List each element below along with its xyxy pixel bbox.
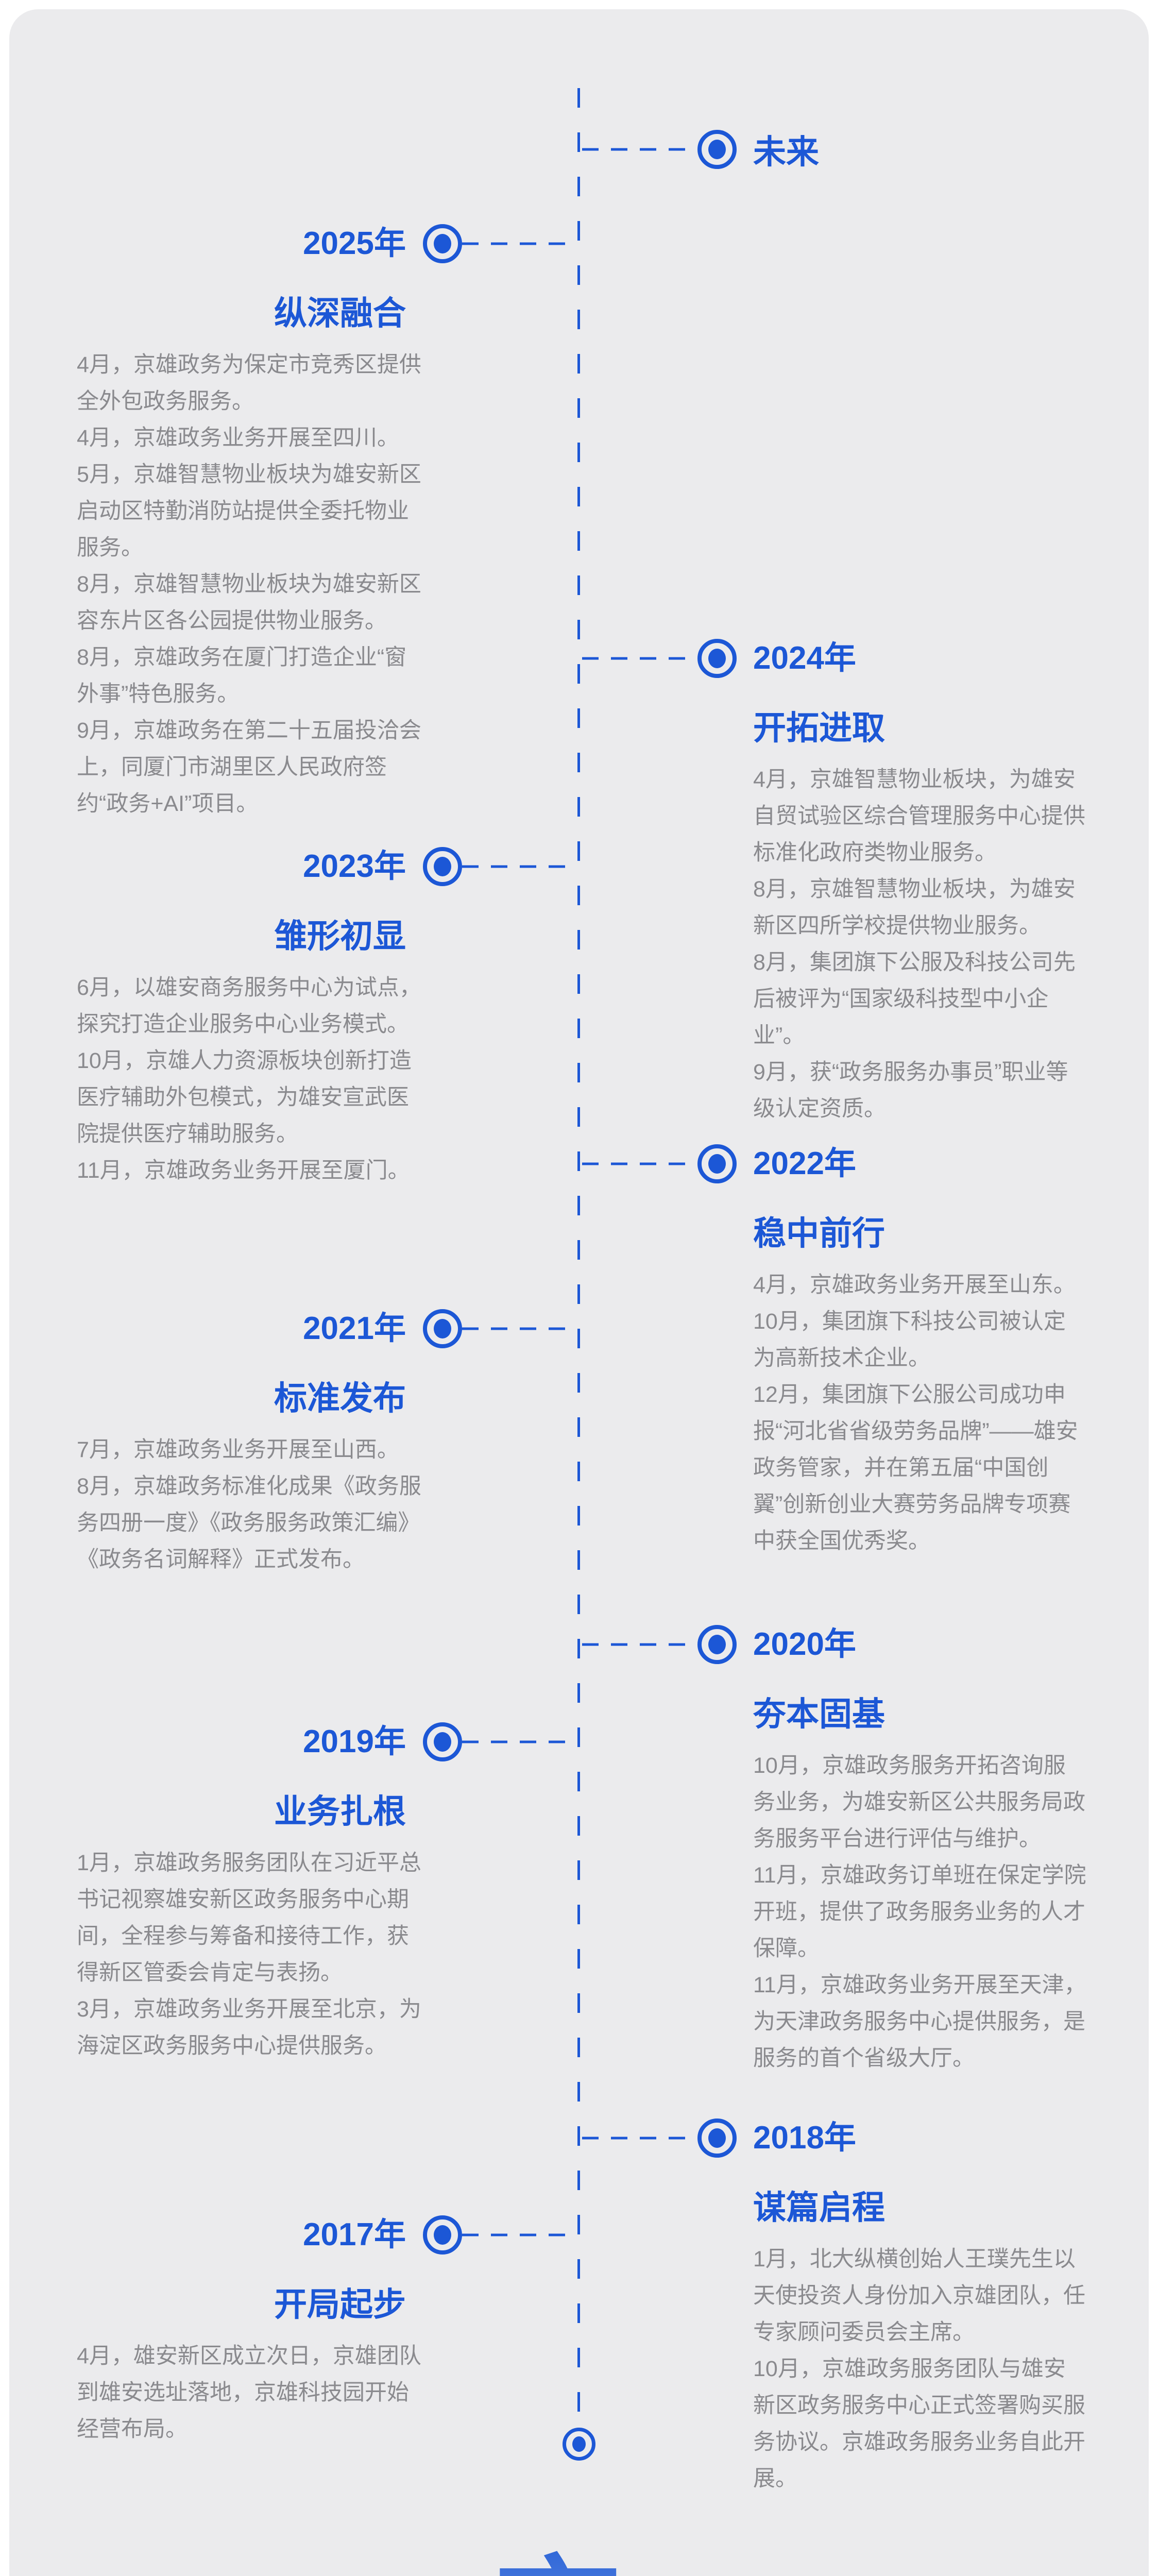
future-label: 未来 xyxy=(753,133,819,171)
year-label: 2025年 xyxy=(303,226,406,261)
event-list: 4月，京雄政务业务开展至山东。 10月，集团旗下科技公司被认定为高新技术企业。 12… xyxy=(753,1267,1087,1560)
event-text: 4月，雄安新区成立次日，京雄团队到雄安选址落地，京雄科技园开始经营布局。 xyxy=(77,2344,421,2442)
stage-title: 夯本固基 xyxy=(753,1696,885,1733)
dashed-connector xyxy=(582,1643,696,1646)
dashed-connector xyxy=(462,1327,576,1330)
event-list: 4月，京雄智慧物业板块，为雄安自贸试验区综合管理服务中心提供标准化政府类物业服务… xyxy=(753,761,1087,1127)
timeline-node-icon xyxy=(423,1309,462,1348)
stage-title: 纵深融合 xyxy=(274,295,406,332)
year-label: 2022年 xyxy=(753,1146,856,1181)
event-text: 7月，京雄政务业务开展至山西。 xyxy=(77,1437,399,1462)
event-text: 8月，京雄智慧物业板块，为雄安新区四所学校提供物业服务。 xyxy=(753,877,1076,938)
timeline-node-icon xyxy=(697,2119,737,2158)
event-list: 6月，以雄安商务服务中心为试点，探究打造企业服务中心业务模式。 10月，京雄人力资… xyxy=(77,970,423,1189)
event-text: 10月，京雄人力资源板块创新打造医疗辅助外包模式，为雄安宣武医院提供医疗辅助服务… xyxy=(77,1048,412,1146)
timeline-node-icon-future xyxy=(697,130,737,169)
event-text: 1月，北大纵横创始人王璞先生以天使投资人身份加入京雄团队，任专家顾问委员会主席。 xyxy=(753,2247,1085,2345)
event-text: 3月，京雄政务业务开展至北京，为海淀区政务服务中心提供服务。 xyxy=(77,1997,421,2058)
year-label: 2017年 xyxy=(303,2217,406,2252)
timeline-node-icon xyxy=(697,1625,737,1664)
stage-title: 谋篇启程 xyxy=(753,2189,885,2226)
year-label: 2018年 xyxy=(753,2120,856,2156)
event-text: 5月，京雄智慧物业板块为雄安新区启动区特勤消防站提供全委托物业服务。 xyxy=(77,462,421,560)
event-text: 1月，京雄政务服务团队在习近平总书记视察雄安新区政务服务中心期间，全程参与筹备和… xyxy=(77,1851,421,1985)
dashed-connector xyxy=(462,242,576,245)
year-label: 2020年 xyxy=(753,1626,856,1662)
year-label: 2019年 xyxy=(303,1724,406,1759)
event-text: 4月，京雄政务为保定市竞秀区提供全外包政务服务。 xyxy=(77,352,421,414)
dashed-connector xyxy=(582,657,696,660)
dashed-connector xyxy=(582,1162,696,1165)
event-text: 10月，京雄政务服务团队与雄安新区政务服务中心正式签署购买服务协议。京雄政务服务… xyxy=(753,2357,1085,2491)
event-text: 4月，京雄政务业务开展至山东。 xyxy=(753,1273,1076,1297)
event-text: 10月，京雄政务服务开拓咨询服务业务，为雄安新区公共服务局政务服务平台进行评估与… xyxy=(753,1753,1085,1851)
event-text: 9月，获“政务服务办事员”职业等级认定资质。 xyxy=(753,1060,1068,1121)
stage-title: 稳中前行 xyxy=(753,1215,885,1252)
event-text: 11月，京雄政务订单班在保定学院开班，提供了政务服务业务的人才保障。 xyxy=(753,1863,1086,1961)
event-text: 11月，京雄政务业务开展至厦门。 xyxy=(77,1158,410,1183)
year-label: 2024年 xyxy=(753,640,856,676)
dashed-connector xyxy=(462,2233,576,2236)
event-text: 8月，京雄智慧物业板块为雄安新区容东片区各公园提供物业服务。 xyxy=(77,572,421,633)
timeline-card: 未来 2025年 纵深融合 4月，京雄政务为保定市竞秀区提供全外包政务服务。4月… xyxy=(9,9,1149,2576)
event-text: 4月，京雄智慧物业板块，为雄安自贸试验区综合管理服务中心提供标准化政府类物业服务… xyxy=(753,767,1085,865)
timeline-node-icon xyxy=(423,224,462,263)
event-text: 10月，集团旗下科技公司被认定为高新技术企业。 xyxy=(753,1309,1066,1370)
stage-title: 开局起步 xyxy=(274,2286,406,2323)
jingxiong-logo: 京 雄 xyxy=(473,2513,710,2576)
event-text: 8月，集团旗下公服及科技公司先后被评为“国家级科技型中小企业”。 xyxy=(753,950,1076,1048)
stage-title: 标准发布 xyxy=(274,1380,406,1417)
dashed-connector-future xyxy=(582,148,696,151)
event-text: 4月，京雄政务业务开展至四川。 xyxy=(77,426,399,450)
dashed-connector xyxy=(462,865,576,868)
year-label: 2021年 xyxy=(303,1311,406,1346)
timeline-node-icon xyxy=(697,1144,737,1183)
logo-char-jing: 京 xyxy=(493,2513,622,2576)
timeline-end-node-icon xyxy=(563,2428,595,2461)
event-text: 8月，京雄政务标准化成果《政务服务四册一度》《政务服务政策汇编》《政务名词解释》… xyxy=(77,1474,421,1572)
event-text: 12月，集团旗下公服公司成功申报“河北省省级劳务品牌”——雄安政务管家，并在第五… xyxy=(753,1382,1078,1553)
event-list: 1月，京雄政务服务团队在习近平总书记视察雄安新区政务服务中心期间，全程参与筹备和… xyxy=(77,1845,423,2064)
event-list: 4月，雄安新区成立次日，京雄团队到雄安选址落地，京雄科技园开始经营布局。 xyxy=(77,2338,423,2448)
event-list: 4月，京雄政务为保定市竞秀区提供全外包政务服务。 4月，京雄政务业务开展至四川。 5… xyxy=(77,347,423,822)
dashed-connector xyxy=(462,1740,576,1743)
year-label: 2023年 xyxy=(303,849,406,884)
event-list: 1月，北大纵横创始人王璞先生以天使投资人身份加入京雄团队，任专家顾问委员会主席。… xyxy=(753,2241,1087,2497)
timeline-node-icon xyxy=(423,2215,462,2255)
event-list: 10月，京雄政务服务开拓咨询服务业务，为雄安新区公共服务局政务服务平台进行评估与… xyxy=(753,1748,1087,2077)
timeline-node-icon xyxy=(423,847,462,886)
event-text: 8月，京雄政务在厦门打造企业“窗外事”特色服务。 xyxy=(77,645,407,706)
stage-title: 业务扎根 xyxy=(274,1793,406,1830)
event-text: 6月，以雄安商务服务中心为试点，探究打造企业服务中心业务模式。 xyxy=(77,975,421,1037)
stage-title: 雏形初显 xyxy=(274,918,406,955)
timeline-axis xyxy=(577,88,580,2428)
timeline-node-icon xyxy=(697,639,737,678)
timeline-node-icon xyxy=(423,1722,462,1761)
dashed-connector xyxy=(582,2137,696,2140)
stage-title: 开拓进取 xyxy=(753,709,885,747)
event-text: 9月，京雄政务在第二十五届投洽会上，同厦门市湖里区人民政府签约“政务+AI”项目… xyxy=(77,718,421,816)
event-list: 7月，京雄政务业务开展至山西。 8月，京雄政务标准化成果《政务服务四册一度》《政务… xyxy=(77,1432,423,1578)
event-text: 11月，京雄政务业务开展至天津，为天津政务服务中心提供服务，是服务的首个省级大厅… xyxy=(753,1973,1086,2071)
